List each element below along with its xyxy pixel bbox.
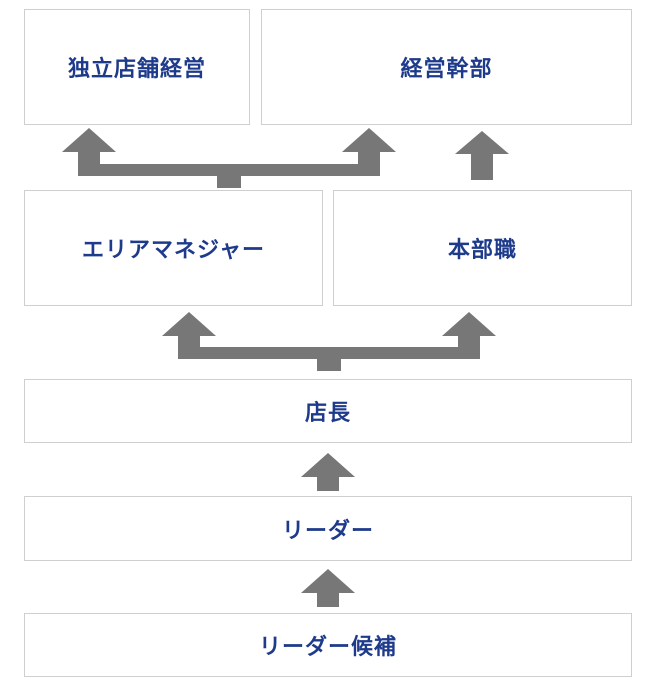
label-keiei-kanbu: 経営幹部: [400, 57, 493, 82]
arrow-candidate-to-leader: [301, 569, 355, 607]
box-leader-candidate: リーダー候補: [24, 613, 632, 677]
box-honbu: 本部職: [333, 190, 632, 306]
box-tencho: 店長: [24, 379, 632, 443]
arrow-honbu-to-keiei: [455, 131, 509, 180]
label-leader: リーダー: [281, 518, 374, 544]
label-leader-candidate: リーダー候補: [258, 635, 397, 660]
box-area-manager: エリアマネジャー: [24, 190, 323, 306]
box-dokuritsu-tenpo-keiei: 独立店舗経営: [24, 9, 250, 125]
label-honbu: 本部職: [447, 238, 517, 263]
label-tencho: 店長: [304, 401, 351, 426]
box-keiei-kanbu: 経営幹部: [261, 9, 632, 125]
branch-arrow-top: [62, 128, 396, 188]
label-dokuritsu-tenpo-keiei: 独立店舗経営: [67, 57, 206, 82]
arrow-leader-to-tencho: [301, 453, 355, 491]
box-leader: リーダー: [24, 496, 632, 561]
branch-arrow-middle: [162, 312, 496, 371]
label-area-manager: エリアマネジャー: [82, 238, 265, 263]
